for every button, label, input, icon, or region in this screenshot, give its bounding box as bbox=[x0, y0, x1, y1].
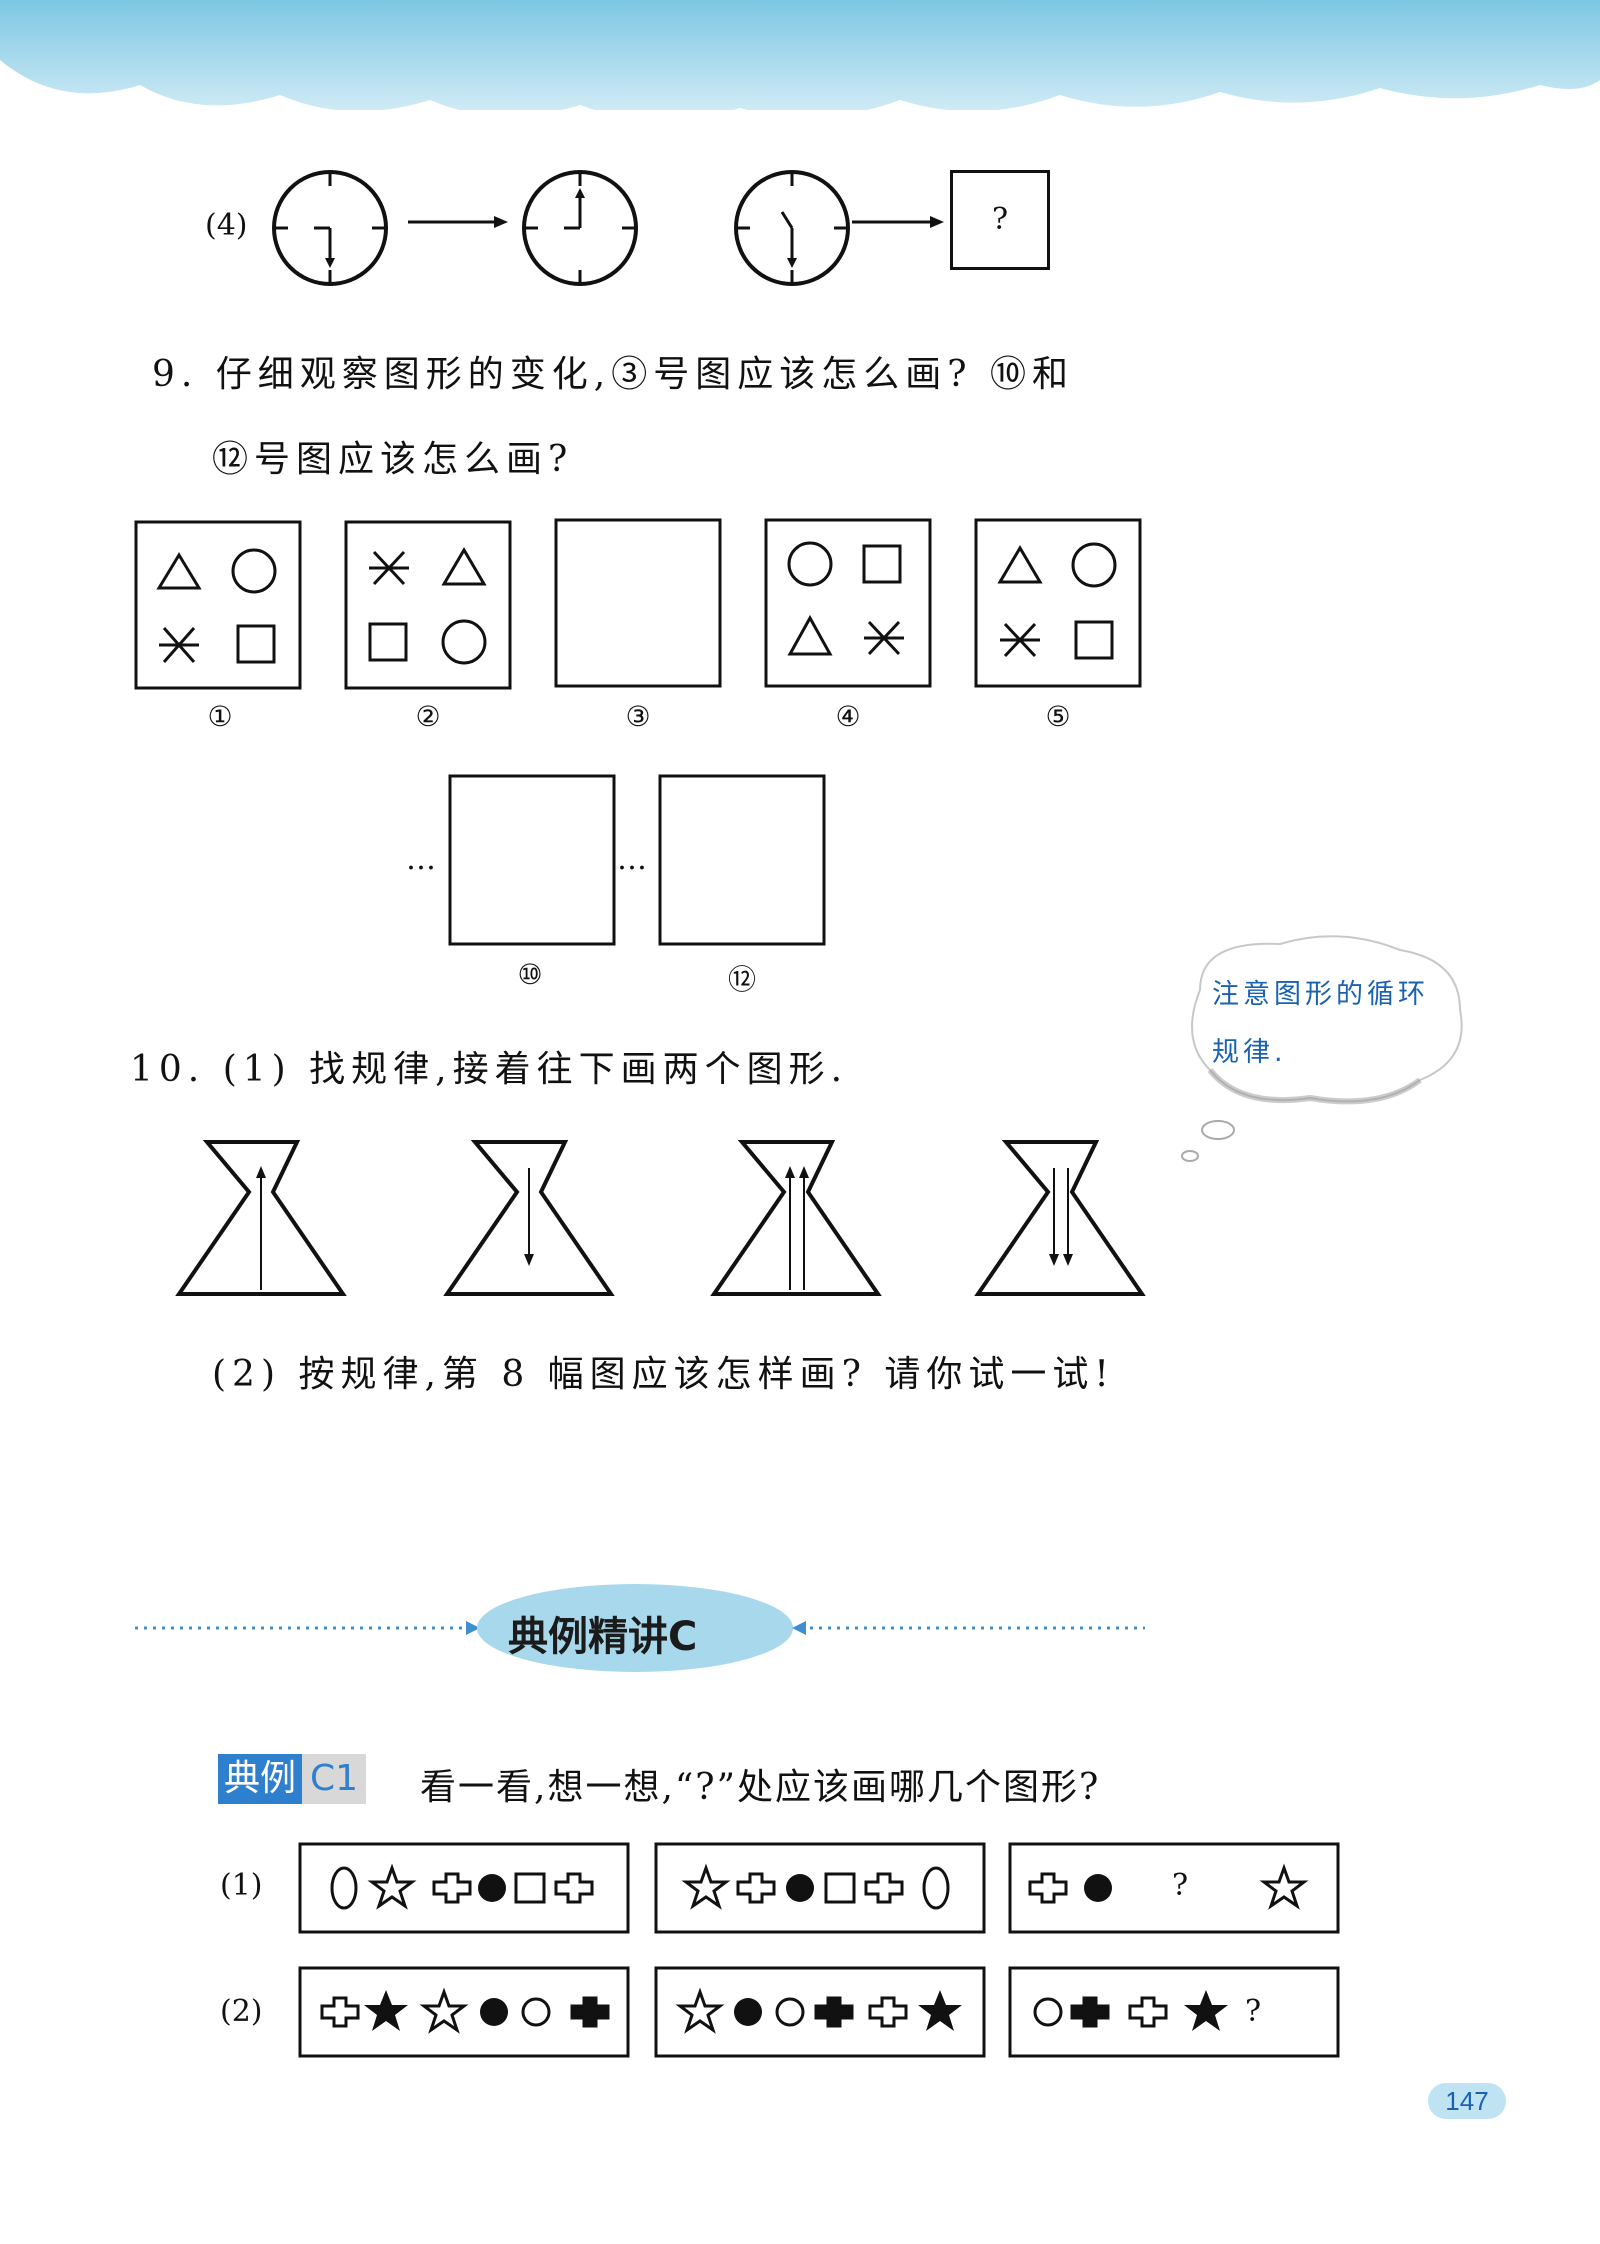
q9-panel-2 bbox=[344, 520, 512, 690]
sky-cloud-header bbox=[0, 0, 1600, 140]
panel-label-4: ④ bbox=[835, 700, 861, 733]
panel-label-2: ② bbox=[415, 700, 441, 733]
section-banner bbox=[135, 1584, 1145, 1672]
clock-1 bbox=[272, 170, 388, 286]
hourglass-figure-1 bbox=[175, 1140, 347, 1296]
ellipsis-1: … bbox=[406, 842, 438, 877]
ellipsis-2: … bbox=[617, 842, 649, 877]
hourglass-figure-2 bbox=[443, 1140, 615, 1296]
row2-unknown: ? bbox=[1245, 1994, 1262, 2029]
arrow-right-icon bbox=[408, 216, 508, 228]
clock-3 bbox=[734, 170, 850, 286]
q8-label: (4) bbox=[205, 208, 248, 243]
panel-label-1: ① bbox=[207, 700, 233, 733]
q9-panel-10-blank[interactable] bbox=[448, 774, 618, 946]
q9-line2: ⑫号图应该怎么画? bbox=[212, 439, 574, 480]
row1-label: (1) bbox=[220, 1868, 263, 1903]
q9-panel-5 bbox=[974, 518, 1142, 688]
panel-label-12: ⑫ bbox=[727, 963, 756, 996]
arrow-right-icon bbox=[852, 216, 944, 228]
example-question: 看一看,想一想,“?”处应该画哪几个图形? bbox=[420, 1767, 1101, 1808]
banner-title: 典例精讲C bbox=[508, 1614, 698, 1660]
hint-line1: 注意图形的循环 bbox=[1212, 979, 1429, 1010]
q9-panel-12-blank[interactable] bbox=[658, 774, 828, 946]
example-tag-code: C1 bbox=[302, 1754, 367, 1804]
example-tag-main: 典例 bbox=[218, 1754, 303, 1804]
panel-label-5: ⑤ bbox=[1045, 700, 1071, 733]
clock-2 bbox=[522, 170, 638, 286]
hourglass-figure-3 bbox=[710, 1140, 882, 1296]
row2-box-3 bbox=[1008, 1966, 1340, 2058]
q9-panel-1 bbox=[134, 520, 302, 690]
q10-part1: 10. (1) 找规律,接着往下画两个图形. bbox=[130, 1049, 849, 1090]
example-tag: 典例 C1 bbox=[218, 1754, 367, 1804]
panel-label-3: ③ bbox=[625, 700, 651, 733]
hint-line2: 规律. bbox=[1212, 1037, 1287, 1068]
row2-label: (2) bbox=[220, 1994, 263, 2029]
page-number-badge: 147 bbox=[1428, 2083, 1506, 2119]
row1-box-3 bbox=[1008, 1842, 1340, 1934]
q9-panel-3-blank[interactable] bbox=[554, 518, 724, 688]
row2-box-1 bbox=[298, 1966, 630, 2058]
q10-part2: (2) 按规律,第 8 幅图应该怎样画? 请你试一试! bbox=[212, 1354, 1115, 1395]
panel-label-10: ⑩ bbox=[517, 958, 543, 991]
row1-box-2 bbox=[654, 1842, 986, 1934]
unknown-mark: ? bbox=[991, 202, 1009, 237]
unknown-clock-box: ? bbox=[950, 170, 1050, 270]
hourglass-figure-4 bbox=[974, 1140, 1146, 1296]
row1-box-1 bbox=[298, 1842, 630, 1934]
row1-unknown: ? bbox=[1172, 1868, 1189, 1903]
thought-bubble bbox=[1181, 935, 1463, 1162]
row2-box-2 bbox=[654, 1966, 986, 2058]
page-number: 147 bbox=[1445, 2086, 1489, 2116]
q9-panel-4 bbox=[764, 518, 932, 688]
q9-line1: 9. 仔细观察图形的变化,③号图应该怎么画? ⑩和 bbox=[152, 354, 1074, 395]
